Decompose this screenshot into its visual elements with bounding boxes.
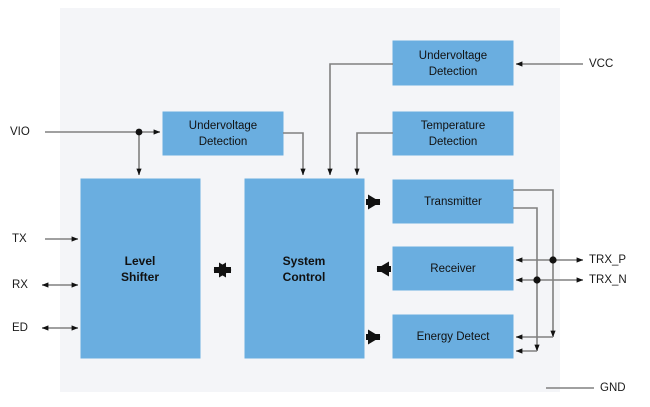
pin-label-vcc: VCC	[589, 58, 613, 70]
label-energy-detect: Energy Detect	[417, 331, 491, 343]
label-uvd-vcc-line2: Detection	[429, 66, 478, 78]
label-uvd-vio-line1: Undervoltage	[189, 120, 257, 132]
pin-label-tx: TX	[12, 233, 27, 245]
block-undervoltage-detection-vcc	[392, 40, 514, 86]
pin-label-trx-n: TRX_N	[589, 274, 627, 286]
pin-label-gnd: GND	[600, 382, 626, 394]
wire-uvd-vio-to-system-control	[283, 132, 306, 176]
label-system-control-line2: Control	[283, 270, 326, 284]
wire-transmitter-rail-n	[513, 207, 540, 352]
wire-transmitter-rail-p	[513, 189, 556, 338]
block-level-shifter	[80, 178, 201, 359]
block-energy-detect	[392, 314, 514, 359]
block-receiver	[392, 246, 514, 291]
label-level-shifter-line1: Level	[125, 254, 156, 268]
label-system-control-line1: System	[283, 254, 326, 268]
label-temperature-detection-line2: Detection	[429, 136, 478, 148]
wire-temp-detection-to-system-control	[354, 132, 393, 176]
pin-label-ed: ED	[12, 322, 28, 334]
block-undervoltage-detection-vio	[162, 111, 284, 156]
wire-uvd-vcc-to-system-control	[327, 63, 393, 176]
label-uvd-vcc-line1: Undervoltage	[419, 50, 487, 62]
block-system-control	[244, 178, 365, 359]
pin-label-rx: RX	[12, 279, 28, 291]
label-uvd-vio-line2: Detection	[199, 136, 248, 148]
pin-label-trx-p: TRX_P	[589, 254, 626, 266]
pin-label-vio: VIO	[10, 126, 30, 138]
label-receiver: Receiver	[430, 263, 476, 275]
label-level-shifter-line2: Shifter	[121, 270, 159, 284]
junction-trx-p	[549, 256, 557, 264]
junction-trx-n	[533, 276, 541, 284]
block-transmitter	[392, 179, 514, 224]
block-temperature-detection	[392, 111, 514, 156]
junction-vio	[135, 128, 143, 136]
label-temperature-detection-line1: Temperature	[421, 120, 486, 132]
label-transmitter: Transmitter	[424, 196, 482, 208]
